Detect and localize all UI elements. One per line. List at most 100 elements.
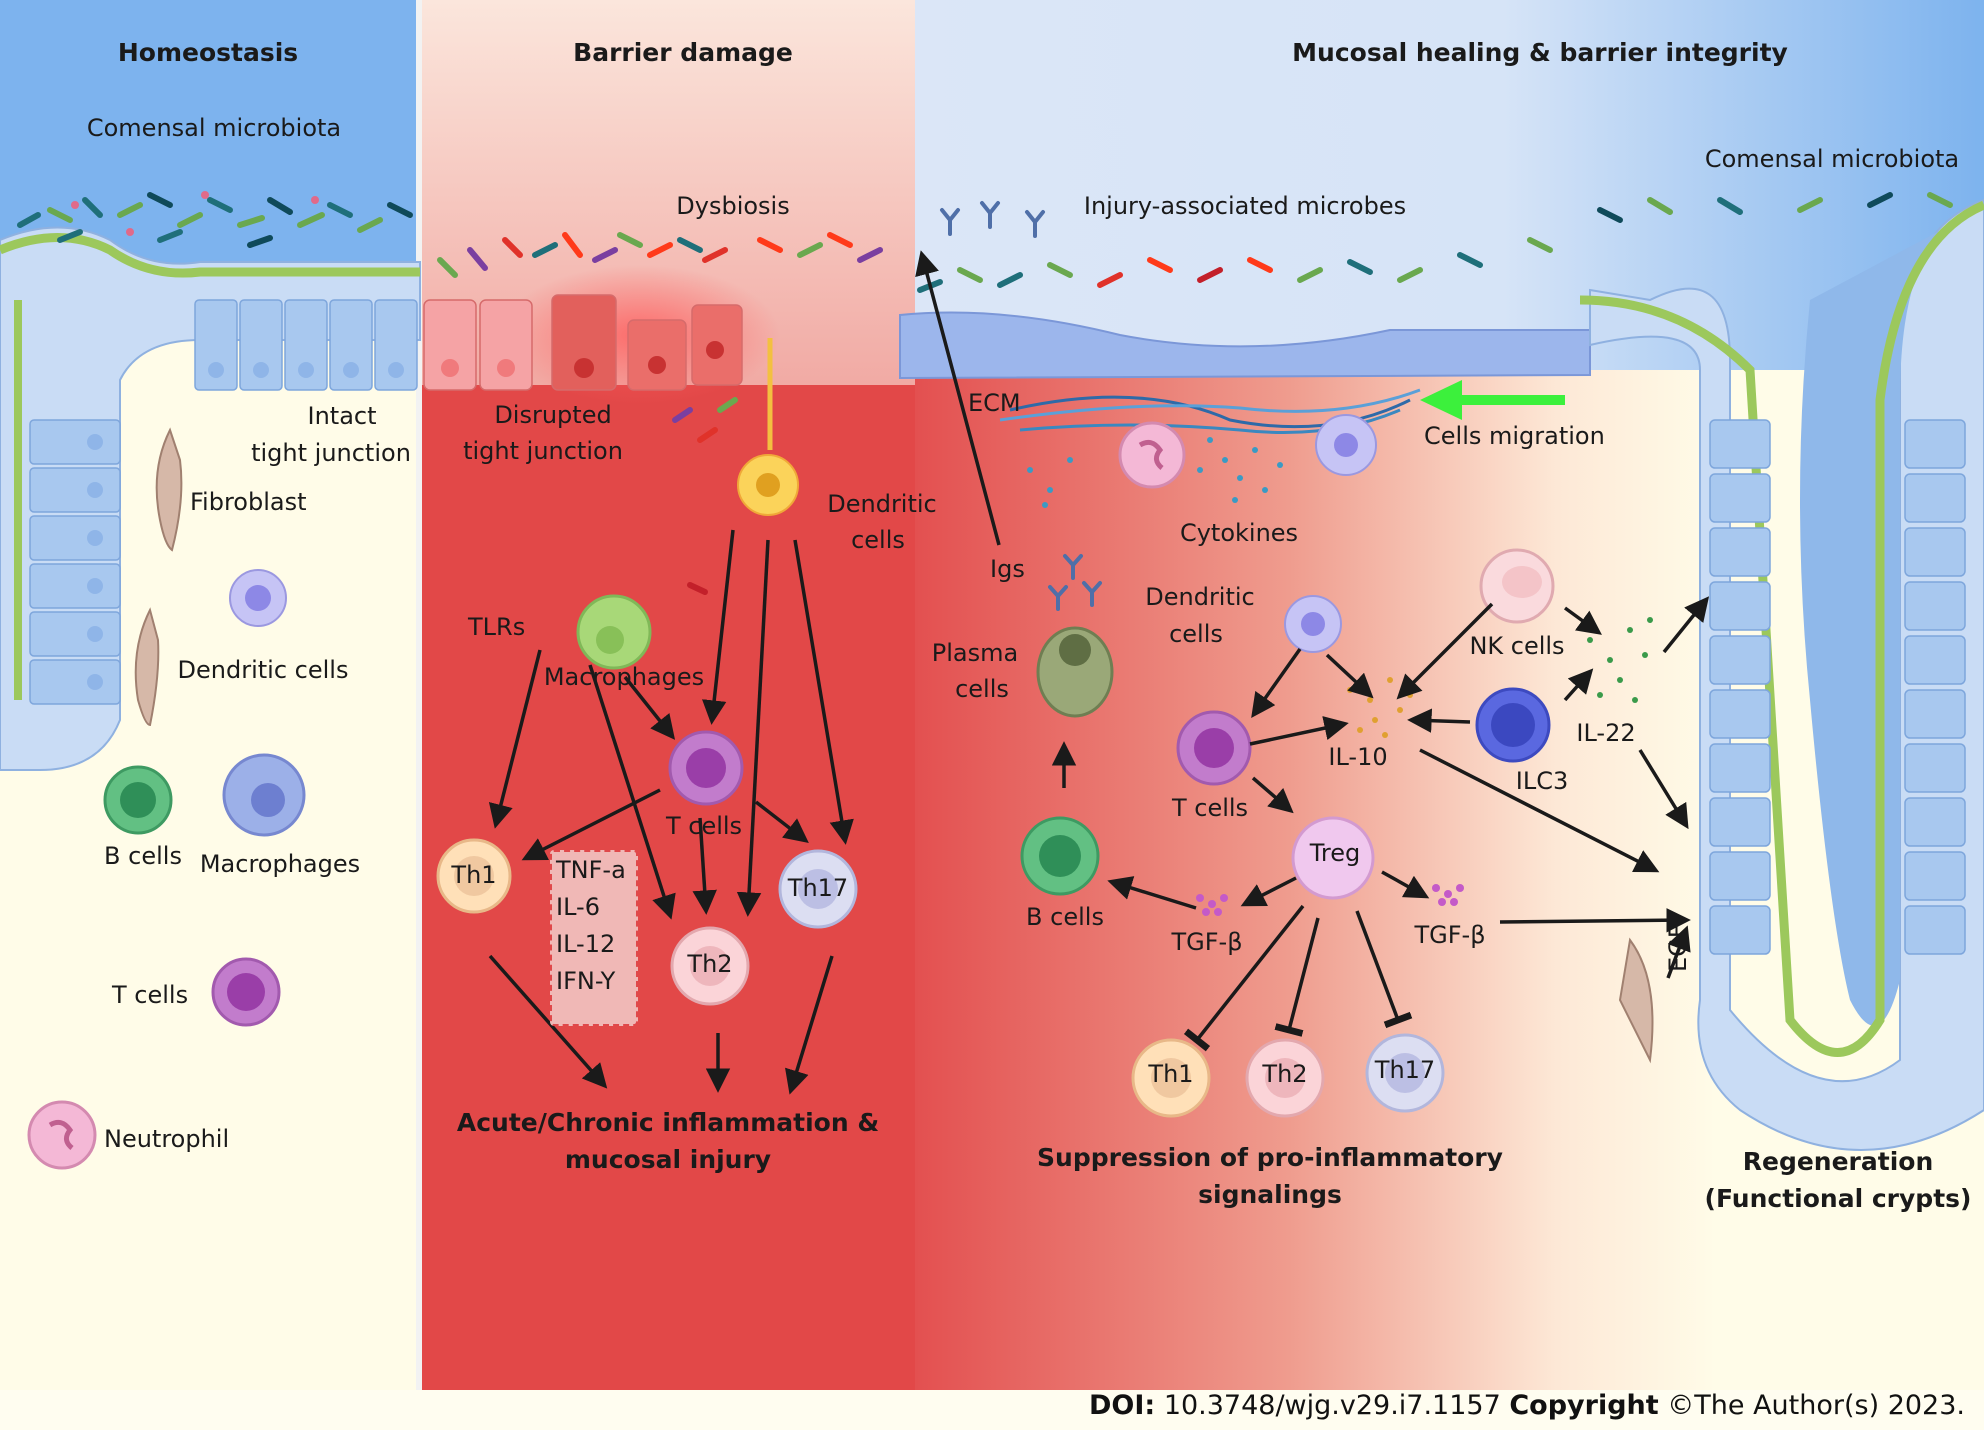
- homeostasis-villus: [0, 226, 421, 771]
- cytokine-dots: [1027, 437, 1283, 508]
- ilc3-icon: [1475, 687, 1551, 763]
- label-intact-1: Intact: [307, 402, 377, 430]
- label-regeneration-1: Regeneration: [1742, 1147, 1934, 1176]
- damage-macrophage-icon: [576, 594, 652, 670]
- heal-dendritic-icon: [1284, 595, 1342, 653]
- inhibition-lines: [1183, 904, 1413, 1052]
- label-th1-damage: Th1: [451, 861, 497, 889]
- damage-th2-icon: [670, 926, 750, 1006]
- label-intact-2: tight junction: [251, 439, 411, 467]
- label-ecm: ECM: [968, 389, 1021, 417]
- panel-title-barrier-damage: Barrier damage: [573, 38, 793, 67]
- pro-inflammatory-cytokines-box: TNF-a IL-6 IL-12 IFN-Y: [550, 850, 638, 1026]
- label-macrophages-damage: Macrophages: [543, 663, 705, 691]
- label-disrupted-1: Disrupted: [494, 401, 612, 429]
- label-outcome-inflammation-2: mucosal injury: [564, 1145, 772, 1174]
- label-disrupted-2: tight junction: [463, 437, 623, 465]
- label-t-cells-damage: T cells: [665, 812, 743, 840]
- label-regeneration-2: (Functional crypts): [1704, 1184, 1972, 1213]
- il22-dots: [1587, 617, 1653, 703]
- label-outcome-inflammation-1: Acute/Chronic inflammation &: [456, 1108, 880, 1137]
- label-commensal-microbiota-left: Comensal microbiota: [86, 114, 342, 142]
- damage-th1-icon: [436, 838, 512, 914]
- label-il22: IL-22: [1576, 719, 1636, 747]
- label-dendritic-heal-2: cells: [1169, 620, 1223, 648]
- cytokine-il6: IL-6: [556, 893, 600, 921]
- label-treg: Treg: [1309, 839, 1361, 867]
- doi-value: 10.3748/wjg.v29.i7.1157: [1163, 1390, 1501, 1421]
- label-th2-damage: Th2: [687, 950, 733, 978]
- cytokine-il12: IL-12: [556, 930, 616, 958]
- damage-t-cell-icon: [668, 730, 744, 806]
- label-suppression-2: signalings: [1198, 1180, 1342, 1209]
- label-cytokines: Cytokines: [1179, 519, 1299, 547]
- label-igs: Igs: [990, 555, 1025, 583]
- damage-th17-icon: [778, 849, 858, 929]
- label-tgfb-1: TGF-β: [1171, 928, 1243, 956]
- cytokine-tnf: TNF-a: [556, 856, 626, 884]
- label-fibroblast: Fibroblast: [190, 488, 307, 516]
- panel-title-mucosal-healing: Mucosal healing & barrier integrity: [1292, 38, 1788, 67]
- neutrophil-heal-icon: [1118, 421, 1186, 489]
- label-neutrophil: Neutrophil: [104, 1125, 230, 1153]
- label-t-cells-heal: T cells: [1171, 794, 1249, 822]
- panel-title-homeostasis: Homeostasis: [117, 38, 299, 67]
- dendritic-cell-icon: [229, 569, 287, 627]
- macrophage-icon: [222, 753, 306, 837]
- plasma-cell-icon: [1036, 626, 1114, 718]
- heal-th1-icon: [1131, 1038, 1211, 1118]
- label-nk-cells: NK cells: [1469, 632, 1565, 660]
- label-b-cells-left: B cells: [104, 842, 182, 870]
- copyright-label: Copyright: [1509, 1390, 1659, 1421]
- treg-icon: [1291, 816, 1375, 900]
- label-dendritic-cells-left: Dendritic cells: [177, 656, 349, 684]
- b-cell-icon: [103, 765, 173, 835]
- igs-antibodies: [940, 201, 1102, 611]
- label-dysbiosis: Dysbiosis: [676, 192, 790, 220]
- label-tgfb-2: TGF-β: [1414, 921, 1486, 949]
- label-egf: EGF: [1664, 924, 1692, 972]
- fibroblast-icon-2: [134, 607, 160, 727]
- label-th1-heal: Th1: [1148, 1060, 1194, 1088]
- doi-label: DOI:: [1089, 1390, 1156, 1421]
- label-ilc3: ILC3: [1515, 767, 1569, 795]
- label-plasma-2: cells: [955, 675, 1009, 703]
- label-plasma-1: Plasma: [931, 639, 1019, 667]
- label-cells-migration: Cells migration: [1424, 422, 1605, 450]
- copyright-value: ©The Author(s) 2023.: [1667, 1390, 1965, 1421]
- citation-footer: DOI: 10.3748/wjg.v29.i7.1157 Copyright ©…: [0, 1390, 1965, 1421]
- label-th2-heal: Th2: [1262, 1060, 1308, 1088]
- label-il10: IL-10: [1328, 743, 1388, 771]
- cytokine-ifn: IFN-Y: [556, 967, 616, 995]
- label-dendritic-damage-1: Dendritic: [827, 490, 937, 518]
- label-commensal-microbiota-right: Comensal microbiota: [1704, 145, 1960, 173]
- label-injury-microbes: Injury-associated microbes: [1083, 192, 1407, 220]
- label-th17-damage: Th17: [787, 874, 849, 902]
- heal-b-cell-icon: [1020, 816, 1100, 896]
- fibroblast-icon: [155, 427, 183, 552]
- label-t-cells-left: T cells: [112, 981, 189, 1009]
- neutrophil-icon: [27, 1100, 97, 1170]
- commensal-microbes-left: [17, 191, 413, 248]
- pathway-arrows: [488, 250, 1710, 1095]
- label-b-cells-heal: B cells: [1026, 903, 1104, 931]
- crypt-fibroblast-icon: [1618, 937, 1654, 1064]
- label-macrophages-left: Macrophages: [199, 850, 361, 878]
- tgfb-dots: [1196, 884, 1464, 916]
- heal-t-cell-icon: [1176, 710, 1252, 786]
- heal-th2-icon: [1245, 1038, 1325, 1118]
- label-dendritic-heal-1: Dendritic: [1145, 583, 1255, 611]
- label-dendritic-damage-2: cells: [851, 526, 905, 554]
- t-cell-icon: [211, 957, 281, 1027]
- label-th17-heal: Th17: [1374, 1056, 1436, 1084]
- migrating-dendritic-icon: [1315, 414, 1377, 476]
- label-tlrs: TLRs: [468, 613, 526, 641]
- dysbiotic-microbes: [437, 232, 883, 595]
- damaged-epithelium: [423, 265, 780, 405]
- cells-migration-arrow: [1420, 380, 1565, 420]
- damage-dendritic-cell-icon: [737, 338, 799, 516]
- healing-epithelium: [899, 198, 1984, 1151]
- label-suppression-1: Suppression of pro-inflammatory: [1037, 1143, 1503, 1172]
